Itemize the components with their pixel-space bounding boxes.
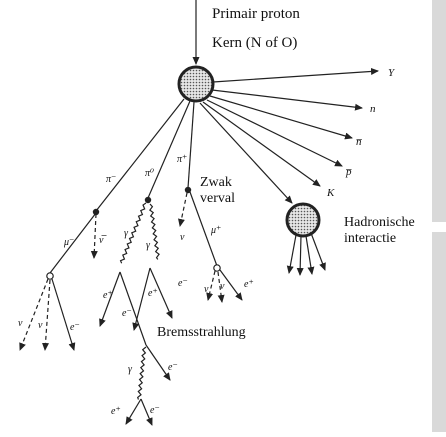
track-mu-minus xyxy=(49,212,97,274)
e-minus-label-brems: e⁻ xyxy=(168,362,178,373)
nu-label-mu-2: ν xyxy=(220,281,225,292)
pi-minus-label: π⁻ xyxy=(106,174,116,185)
track-Y xyxy=(212,67,379,83)
hadron-secondary-3 xyxy=(305,235,315,275)
nu-bar-label: ν̅ xyxy=(99,235,107,246)
track-e-minus-bottom xyxy=(140,398,153,426)
e-minus-label-bottom: e⁻ xyxy=(150,405,160,416)
pi-plus-decay-vertex xyxy=(184,186,192,194)
gamma-label-brems: γ xyxy=(128,364,133,375)
mu-plus-label: μ⁺ xyxy=(210,225,221,236)
weak-decay-label-2: verval xyxy=(200,191,235,206)
track-nbar xyxy=(209,95,353,140)
track-mu-plus xyxy=(189,191,218,267)
bremsstrahlung-label: Bremsstrahlung xyxy=(157,325,246,340)
hadron-secondary-1 xyxy=(286,234,297,274)
track-pi-plus xyxy=(187,101,195,189)
track-nu-1 xyxy=(19,278,49,351)
gamma-wiggle-left xyxy=(119,202,147,264)
hadronic-nucleus xyxy=(285,202,321,238)
track-nu-pi-plus xyxy=(178,192,188,227)
scrollbar-track-upper[interactable] xyxy=(432,0,446,222)
track-n xyxy=(211,89,363,111)
particle-pbar-label: p̅ xyxy=(345,166,352,178)
hadronic-label-1: Hadronische xyxy=(344,215,415,230)
track-K xyxy=(202,101,321,187)
track-e-minus-after-brems xyxy=(145,344,171,381)
gamma-wiggle-brems xyxy=(136,346,147,400)
track-nu-bar xyxy=(90,213,98,259)
gamma-label-right: γ xyxy=(146,240,151,251)
particle-Y-label: Y xyxy=(388,67,396,79)
track-pi-zero xyxy=(147,100,191,199)
weak-decay-label-1: Zwak xyxy=(200,175,232,190)
gamma-label-left: γ xyxy=(124,228,129,239)
mu-minus-label: μ⁻ xyxy=(63,237,74,248)
hadronic-label-2: interactie xyxy=(344,231,396,246)
track-nu-2 xyxy=(42,279,51,351)
track-e-minus-mu xyxy=(51,278,76,351)
target-nucleus xyxy=(177,65,215,103)
pi-minus-decay-vertex xyxy=(92,208,100,216)
track-nu-mu-2 xyxy=(217,271,225,303)
e-plus-label-bottom: e⁺ xyxy=(111,406,121,417)
track-hadron xyxy=(199,102,293,204)
e-plus-label-right: e⁺ xyxy=(148,288,158,299)
particle-nbar-label: n̅ xyxy=(356,136,363,148)
track-e-plus-left xyxy=(99,271,121,327)
track-pbar xyxy=(206,99,343,167)
primary-proton-label: Primair proton xyxy=(212,6,300,22)
track-pi-minus xyxy=(95,98,185,212)
pi-plus-label: π⁺ xyxy=(177,154,187,165)
nu-label-2: ν xyxy=(38,320,43,331)
e-plus-label-left: e⁺ xyxy=(103,290,113,301)
hadron-secondary-4 xyxy=(310,232,326,271)
e-minus-label-right: e⁻ xyxy=(178,278,188,289)
e-plus-label-mu: e⁺ xyxy=(244,279,254,290)
track-e-plus-right xyxy=(132,267,151,331)
track-e-minus-brems xyxy=(119,271,147,346)
e-minus-label-left: e⁻ xyxy=(122,308,132,319)
track-nu-mu-1 xyxy=(206,270,216,301)
hadron-secondary-2 xyxy=(296,235,304,276)
gamma-wiggle-right xyxy=(149,203,160,260)
nu-label-mu-1: ν xyxy=(204,284,209,295)
track-e-plus-mu xyxy=(219,269,243,301)
nu-label-pi-plus: ν xyxy=(180,232,185,243)
pi-zero-label: π⁰ xyxy=(145,168,154,179)
nucleus-label: Kern (N of O) xyxy=(212,35,297,51)
mu-minus-decay-vertex xyxy=(46,272,54,280)
nu-label-1: ν xyxy=(18,318,23,329)
particle-n-label: n xyxy=(370,103,376,115)
track-e-plus-bottom xyxy=(125,398,142,425)
mu-plus-decay-vertex xyxy=(213,264,221,272)
scrollbar-track-lower[interactable] xyxy=(432,232,446,432)
pi-zero-decay-vertex xyxy=(144,196,152,204)
particle-K-label: K xyxy=(326,187,335,199)
track-e-minus-right xyxy=(149,267,173,319)
e-minus-label-mu: e⁻ xyxy=(70,322,80,333)
